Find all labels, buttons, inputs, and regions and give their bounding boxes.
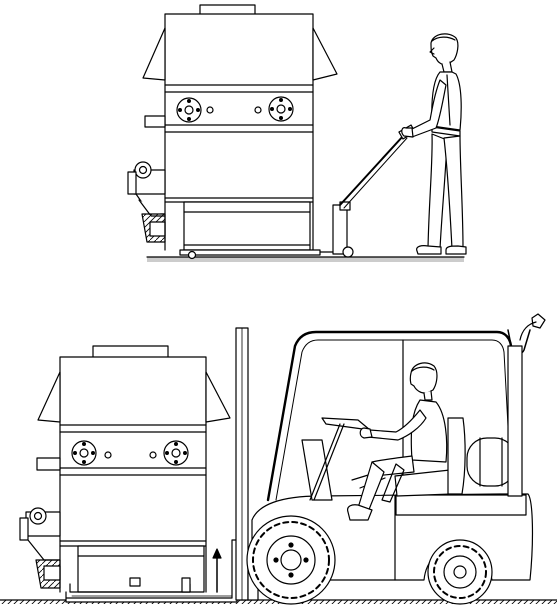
floor-top bbox=[146, 256, 465, 262]
forklift-rear-wheel bbox=[427, 539, 493, 605]
forklift-body bbox=[251, 313, 546, 581]
pallet-jack bbox=[179, 124, 416, 260]
flange-left-bottom bbox=[71, 440, 97, 466]
flange-right-bottom bbox=[163, 440, 189, 466]
burner-assembly-bottom bbox=[19, 507, 61, 589]
lift-arrow bbox=[212, 548, 222, 593]
worker-standing bbox=[401, 33, 467, 255]
panel-pallet-jack bbox=[127, 4, 467, 262]
flange-left-top bbox=[176, 97, 202, 123]
forklift-forks bbox=[65, 539, 238, 603]
forklift-operator bbox=[347, 362, 448, 521]
burner-assembly-top bbox=[127, 161, 166, 243]
forklift-front-wheel bbox=[246, 515, 336, 605]
boiler-unit-bottom bbox=[19, 345, 231, 593]
boiler-unit-top bbox=[127, 4, 338, 251]
panel-forklift bbox=[0, 313, 557, 605]
flange-right-top bbox=[268, 96, 294, 122]
